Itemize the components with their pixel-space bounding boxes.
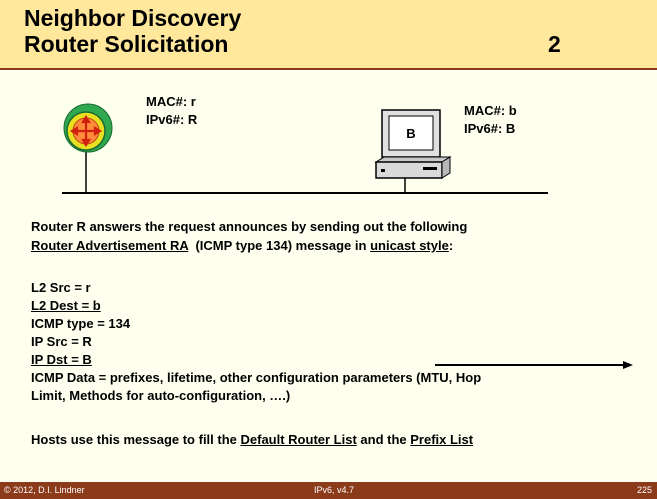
closing-mid: and the (356, 432, 411, 447)
default-router-list-term: Default Router List (240, 432, 357, 447)
router-icon (63, 103, 113, 153)
router-ipv6-label: IPv6#: R (146, 112, 198, 127)
slide-step-number: 2 (548, 31, 561, 57)
field-icmp-type: ICMP type = 134 (31, 316, 131, 331)
field-icmp-data-1: ICMP Data = prefixes, lifetime, other co… (31, 370, 482, 385)
footer-page-number: 225 (637, 485, 653, 495)
field-l2-dest: L2 Dest = b (31, 298, 101, 313)
intro-mid-text: (ICMP type 134) message in (188, 238, 371, 253)
footer-bar (0, 482, 657, 499)
host-ipv6-label: IPv6#: B (464, 121, 516, 136)
ra-term: Router Advertisement RA (31, 238, 189, 253)
closing-prefix: Hosts use this message to fill the (31, 432, 241, 447)
slide-title-line2: Router Solicitation (24, 31, 229, 57)
network-diagram: B (62, 103, 548, 194)
prefix-list-term: Prefix List (410, 432, 474, 447)
field-ip-dst: IP Dst = B (31, 352, 92, 367)
field-ip-src: IP Src = R (31, 334, 92, 349)
host-mac-label: MAC#: b (464, 103, 517, 118)
footer-copyright: © 2012, D.I. Lindner (4, 485, 85, 495)
router-mac-label: MAC#: r (146, 94, 196, 109)
field-l2-src: L2 Src = r (31, 280, 91, 295)
closing-line: Hosts use this message to fill the Defau… (31, 431, 473, 448)
unicast-term: unicast style (370, 238, 449, 253)
intro-line-2: Router Advertisement RA (ICMP type 134) … (31, 237, 453, 254)
slide-title-line1: Neighbor Discovery (24, 5, 242, 31)
title-bar (0, 0, 657, 70)
footer-center: IPv6, v4.7 (314, 485, 355, 495)
intro-end-text: : (448, 238, 454, 253)
host-screen-label: B (406, 126, 415, 141)
intro-line-1: Router R answers the request announces b… (31, 219, 468, 234)
arrow-right-icon (435, 361, 633, 369)
field-icmp-data-2: Limit, Methods for auto-configuration, …… (31, 388, 291, 403)
computer-icon (374, 109, 452, 179)
